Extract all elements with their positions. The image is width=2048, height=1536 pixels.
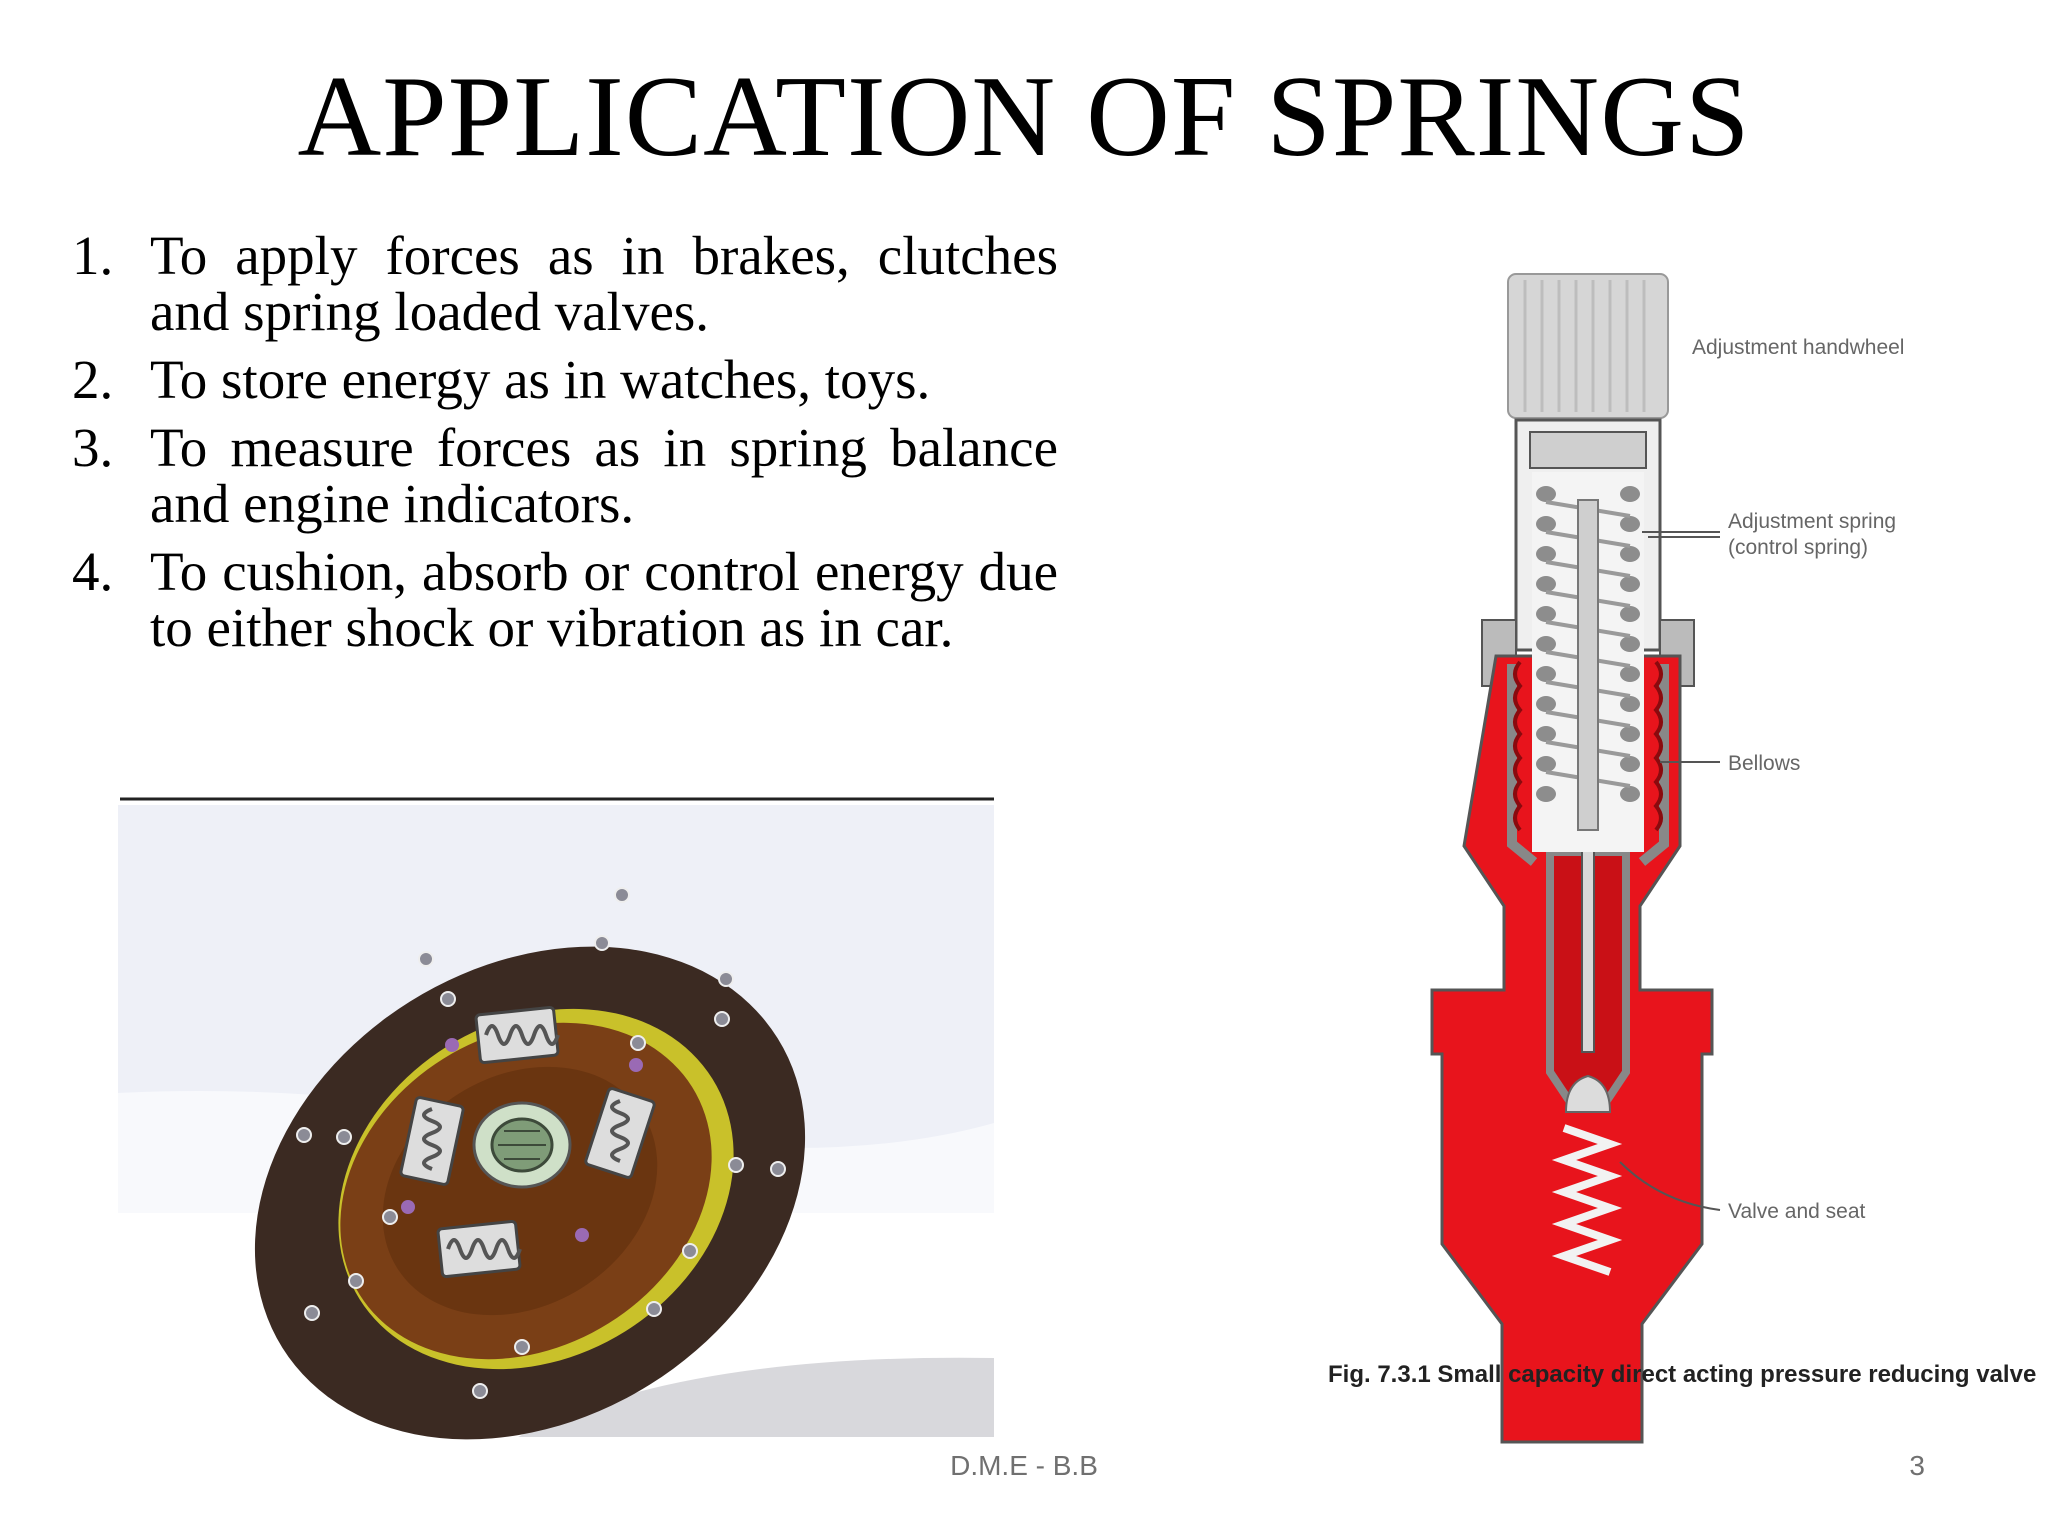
damper-spring <box>584 1087 656 1179</box>
bellows <box>1513 472 1663 852</box>
list-item-text: To measure forces as in spring balance a… <box>150 417 1058 534</box>
application-list: 1. To apply forces as in brakes, clutche… <box>72 228 1058 668</box>
list-item-text: To apply forces as in brakes, clutches a… <box>150 225 1058 342</box>
list-item: 2. To store energy as in watches, toys. <box>72 352 1058 408</box>
list-item-number: 3. <box>72 417 114 478</box>
list-item-number: 2. <box>72 349 114 410</box>
adjustment-handwheel <box>1507 273 1669 419</box>
valve-body <box>1430 654 1714 1444</box>
footer-text: D.M.E - B.B <box>950 1450 1098 1481</box>
list-item: 4. To cushion, absorb or control energy … <box>72 544 1058 656</box>
list-item: 1. To apply forces as in brakes, clutche… <box>72 228 1058 340</box>
list-item-number: 4. <box>72 541 114 602</box>
pressure-valve-image: Adjustment handwheel Adjustment spring (… <box>1328 273 2036 1444</box>
figure-caption: Fig. 7.3.1 Small capacity direct acting … <box>1328 1361 2036 1388</box>
label-handwheel: Adjustment handwheel <box>1692 336 1904 359</box>
page-number: 3 <box>1909 1450 1925 1481</box>
list-item-text: To cushion, absorb or control energy due… <box>150 541 1058 658</box>
label-bellows: Bellows <box>1728 752 1800 775</box>
list-item: 3. To measure forces as in spring balanc… <box>72 420 1058 532</box>
list-item-number: 1. <box>72 225 114 286</box>
slide-title: APPLICATION OF SPRINGS <box>297 53 1751 181</box>
damper-spring <box>436 1219 522 1279</box>
list-item-text: To store energy as in watches, toys. <box>150 349 931 410</box>
label-spring-line2: (control spring) <box>1728 536 1868 559</box>
valve-and-seat <box>1551 1074 1623 1276</box>
label-spring-line1: Adjustment spring <box>1728 510 1896 533</box>
clutch-disc <box>254 887 806 1440</box>
leader-line <box>1619 1161 1721 1211</box>
clutch-disc-image <box>118 797 994 1440</box>
clutch-hub <box>472 1101 572 1189</box>
damper-spring <box>474 1005 560 1065</box>
label-valve-seat: Valve and seat <box>1728 1200 1866 1223</box>
damper-spring <box>399 1096 465 1186</box>
